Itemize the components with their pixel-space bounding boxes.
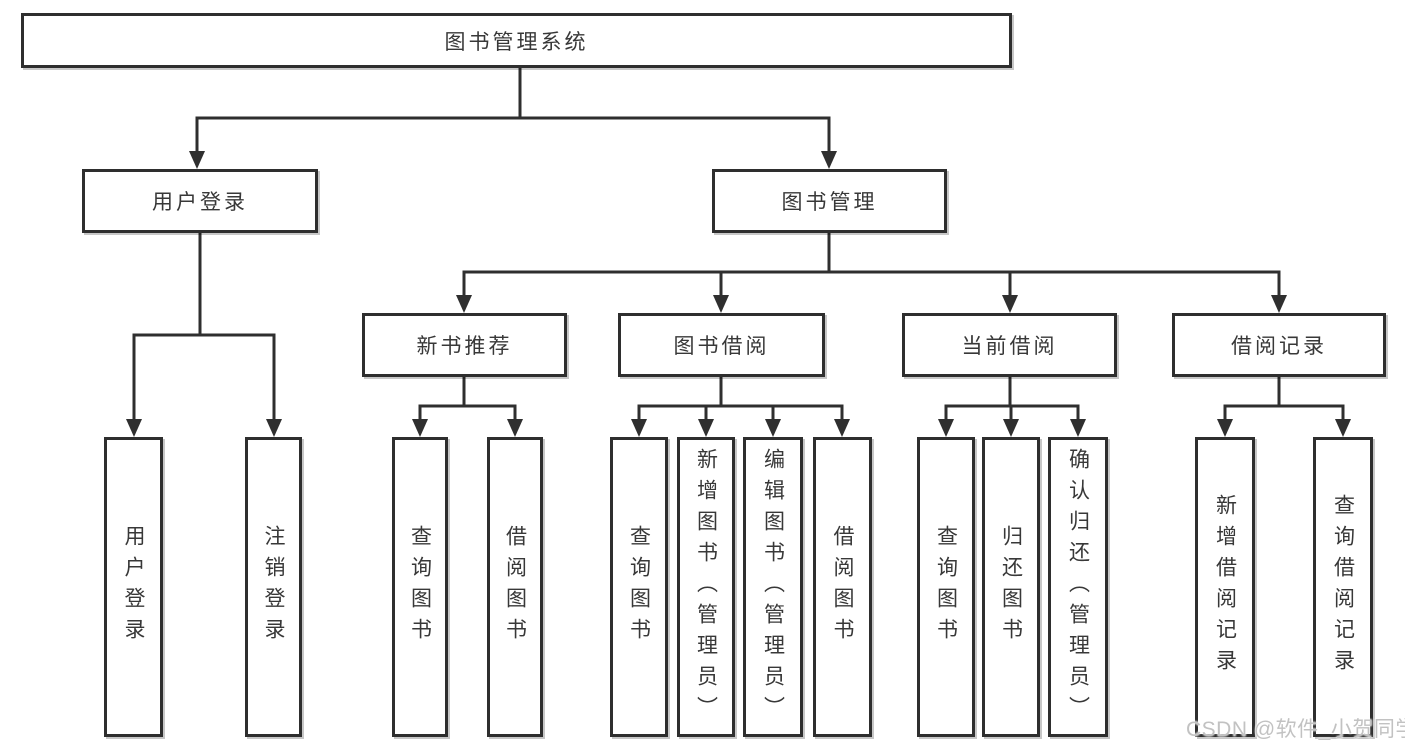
leaf-label: 注销登录 <box>262 525 285 649</box>
leaf-label: 借阅图书 <box>503 525 527 649</box>
node-label: 图书管理 <box>781 191 878 214</box>
leaf-label: 查询图书 <box>408 525 432 649</box>
node-borrowing-records: 借阅记录 <box>1172 313 1386 377</box>
leaf-query-books-1: 查询图书 <box>392 437 448 737</box>
leaf-query-books-3: 查询图书 <box>917 437 975 737</box>
node-label: 图书借阅 <box>673 335 770 358</box>
leaf-label: 查询图书 <box>627 525 651 649</box>
leaf-label: 新增图书（管理员） <box>694 447 718 727</box>
leaf-query-books-2: 查询图书 <box>610 437 668 737</box>
leaf-label: 查询借阅记录 <box>1331 494 1355 680</box>
leaf-query-borrow-record: 查询借阅记录 <box>1313 437 1373 737</box>
leaf-user-login: 用户登录 <box>104 437 163 737</box>
node-label: 当前借阅 <box>961 335 1058 358</box>
leaf-return-books: 归还图书 <box>982 437 1040 737</box>
leaf-add-books-admin: 新增图书（管理员） <box>677 437 735 737</box>
node-root-library-system: 图书管理系统 <box>21 13 1012 68</box>
leaf-logout: 注销登录 <box>245 437 302 737</box>
leaf-label: 用户登录 <box>122 525 145 649</box>
leaf-label: 确认归还（管理员） <box>1066 447 1090 727</box>
leaf-add-borrow-record: 新增借阅记录 <box>1195 437 1255 737</box>
node-label: 新书推荐 <box>416 335 513 358</box>
leaf-edit-books-admin: 编辑图书（管理员） <box>743 437 803 737</box>
leaf-label: 归还图书 <box>999 525 1023 649</box>
leaf-borrow-books-1: 借阅图书 <box>487 437 543 737</box>
csdn-watermark: CSDN @软件_小贺同学 <box>1186 718 1405 741</box>
node-book-management-module: 图书管理 <box>712 169 947 233</box>
node-root-label: 图书管理系统 <box>444 30 589 54</box>
node-user-login-module: 用户登录 <box>82 169 318 233</box>
leaf-confirm-return-admin: 确认归还（管理员） <box>1048 437 1108 737</box>
node-new-book-recommend: 新书推荐 <box>362 313 567 377</box>
leaf-label: 新增借阅记录 <box>1213 494 1237 680</box>
leaf-borrow-books-2: 借阅图书 <box>813 437 872 737</box>
leaf-label: 查询图书 <box>934 525 958 649</box>
node-book-borrowing: 图书借阅 <box>618 313 825 377</box>
node-label: 用户登录 <box>152 191 248 214</box>
leaf-label: 编辑图书（管理员） <box>761 447 785 727</box>
node-current-borrowing: 当前借阅 <box>902 313 1117 377</box>
node-label: 借阅记录 <box>1231 335 1327 358</box>
leaf-label: 借阅图书 <box>831 525 854 649</box>
